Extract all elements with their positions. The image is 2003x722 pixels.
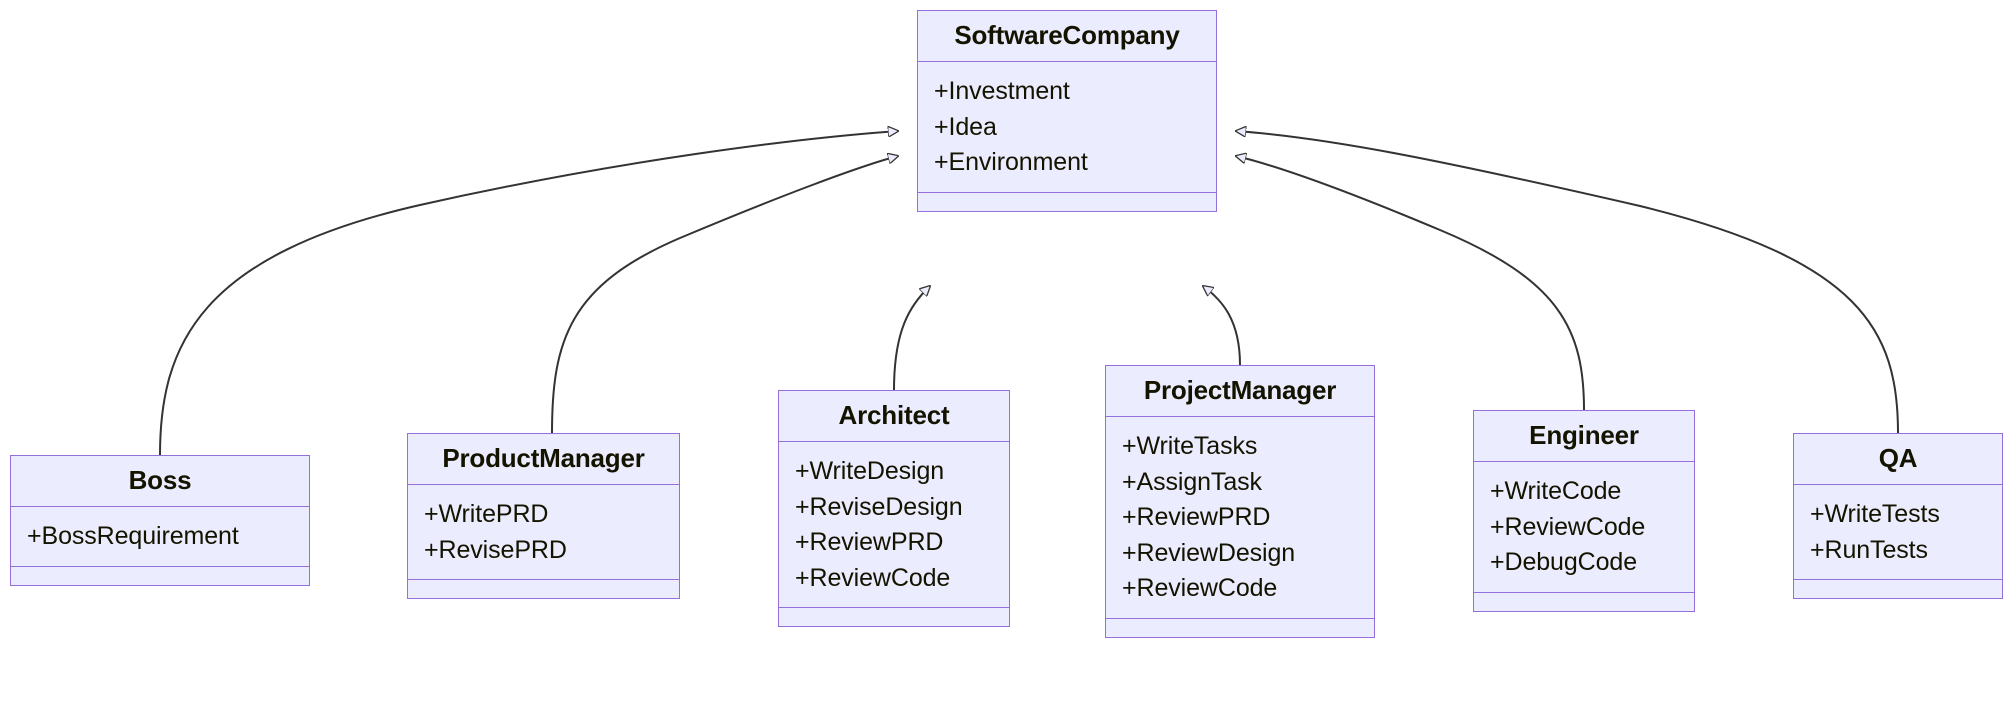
class-node-boss[interactable]: Boss +BossRequirement — [10, 455, 310, 586]
class-node-architect[interactable]: Architect +WriteDesign +ReviseDesign +Re… — [778, 390, 1010, 627]
class-node-software-company[interactable]: SoftwareCompany +Investment +Idea +Envir… — [917, 10, 1217, 212]
class-attributes-project-manager: +WriteTasks +AssignTask +ReviewPRD +Revi… — [1106, 417, 1374, 619]
class-title-engineer: Engineer — [1474, 411, 1694, 462]
class-attribute: +WriteCode — [1490, 477, 1622, 505]
class-attributes-engineer: +WriteCode +ReviewCode +DebugCode — [1474, 462, 1694, 593]
class-methods-software-company — [918, 193, 1216, 211]
class-node-qa[interactable]: QA +WriteTests +RunTests — [1793, 433, 2003, 599]
class-attribute: +Idea — [934, 112, 997, 141]
class-attributes-architect: +WriteDesign +ReviseDesign +ReviewPRD +R… — [779, 442, 1009, 608]
class-node-engineer[interactable]: Engineer +WriteCode +ReviewCode +DebugCo… — [1473, 410, 1695, 612]
class-attributes-boss: +BossRequirement — [11, 507, 309, 567]
class-title-project-manager: ProjectManager — [1106, 366, 1374, 417]
class-title-architect: Architect — [779, 391, 1009, 442]
class-attribute: +ReviewCode — [1122, 574, 1278, 602]
class-title-qa: QA — [1794, 434, 2002, 485]
class-attribute: +RevisePRD — [424, 535, 567, 564]
class-attribute: +Investment — [934, 77, 1070, 105]
class-methods-product-manager — [408, 580, 679, 598]
class-node-project-manager[interactable]: ProjectManager +WriteTasks +AssignTask +… — [1105, 365, 1375, 638]
class-attribute: +ReviseDesign — [795, 492, 963, 521]
class-attribute: +Environment — [934, 148, 1088, 176]
class-attribute: +ReviewCode — [795, 563, 951, 592]
class-attribute: +WriteDesign — [795, 457, 945, 485]
edge-architect-to-softwarecompany — [893, 286, 930, 391]
class-attribute: +WriteTasks — [1122, 432, 1258, 460]
class-attribute: +ReviewPRD — [1122, 503, 1271, 531]
class-attribute: +WriteTests — [1810, 500, 1940, 528]
class-attribute: +AssignTask — [1122, 467, 1262, 496]
class-methods-architect — [779, 608, 1009, 626]
class-attribute: +ReviewCode — [1490, 512, 1646, 541]
class-methods-project-manager — [1106, 619, 1374, 637]
class-attribute: +ReviewPRD — [795, 528, 944, 556]
class-attributes-product-manager: +WritePRD +RevisePRD — [408, 485, 679, 580]
class-methods-boss — [11, 567, 309, 585]
class-attributes-qa: +WriteTests +RunTests — [1794, 485, 2002, 580]
class-title-software-company: SoftwareCompany — [918, 11, 1216, 62]
class-attribute: +BossRequirement — [27, 522, 239, 550]
class-node-product-manager[interactable]: ProductManager +WritePRD +RevisePRD — [407, 433, 680, 599]
class-title-product-manager: ProductManager — [408, 434, 679, 485]
class-attribute: +WritePRD — [424, 500, 549, 528]
class-attributes-software-company: +Investment +Idea +Environment — [918, 62, 1216, 193]
class-title-boss: Boss — [11, 456, 309, 507]
class-attribute: +RunTests — [1810, 535, 1928, 564]
class-methods-engineer — [1474, 593, 1694, 611]
class-attribute: +ReviewDesign — [1122, 538, 1296, 567]
class-methods-qa — [1794, 580, 2002, 598]
class-attribute: +DebugCode — [1490, 548, 1638, 576]
edge-projectmanager-to-softwarecompany — [1203, 286, 1241, 366]
